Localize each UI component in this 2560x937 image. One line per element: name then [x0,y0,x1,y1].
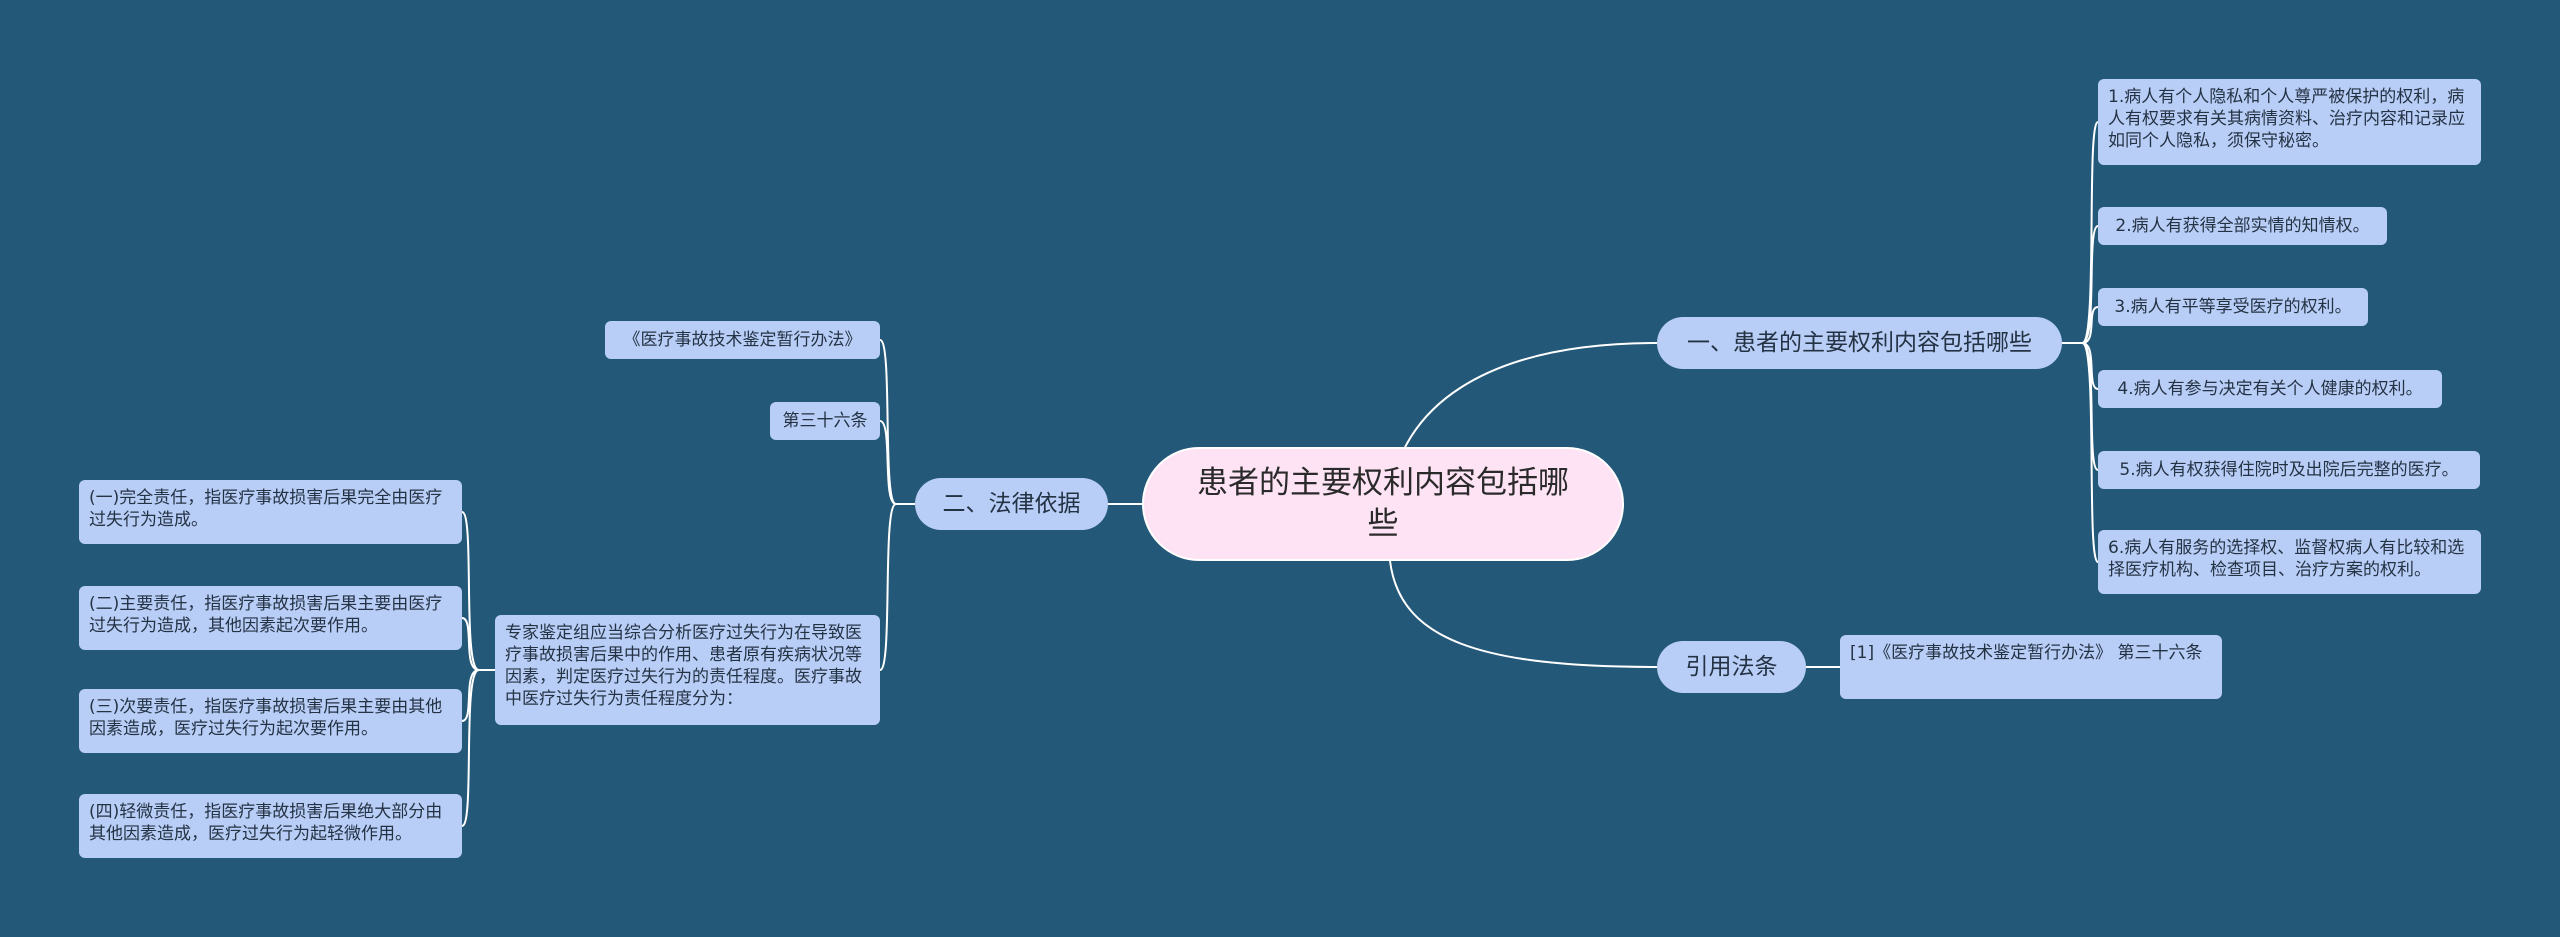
legal-content[interactable]: 专家鉴定组应当综合分析医疗过失行为在导致医疗事故损害后果中的作用、患者原有疾病状… [495,615,880,725]
link-content-levels [461,511,495,827]
legal-content-text: 专家鉴定组应当综合分析医疗过失行为在导致医疗事故损害后果中的作用、患者原有疾病状… [505,623,862,709]
rights-item-6-text: 6.病人有服务的选择权、监督权病人有比较和选择医疗机构、检查项目、治疗方案的权利… [2108,538,2465,580]
responsibility-level-4[interactable]: (四)轻微责任，指医疗事故损害后果绝大部分由其他因素造成，医疗过失行为起轻微作用… [79,794,462,858]
root-topic[interactable]: 患者的主要权利内容包括哪些 [1142,447,1624,561]
responsibility-level-3[interactable]: (三)次要责任，指医疗事故损害后果主要由其他因素造成，医疗过失行为起次要作用。 [79,689,462,753]
rights-item-5[interactable]: 5.病人有权获得住院时及出院后完整的医疗。 [2098,451,2480,489]
branch-patient-rights[interactable]: 一、患者的主要权利内容包括哪些 [1657,317,2062,369]
link-legal-items [879,339,915,671]
root-title: 患者的主要权利内容包括哪些 [1197,465,1569,542]
rights-item-3-text: 3.病人有平等享受医疗的权利。 [2114,297,2352,317]
responsibility-level-4-text: (四)轻微责任，指医疗事故损害后果绝大部分由其他因素造成，医疗过失行为起轻微作用… [89,802,443,844]
branch-citation-label: 引用法条 [1685,654,1778,680]
legal-law-title[interactable]: 《医疗事故技术鉴定暂行办法》 [605,321,880,359]
link-rights-items [2062,121,2099,563]
responsibility-level-2[interactable]: (二)主要责任，指医疗事故损害后果主要由医疗过失行为造成，其他因素起次要作用。 [79,586,462,650]
legal-article-text: 第三十六条 [782,411,868,431]
responsibility-level-1-text: (一)完全责任，指医疗事故损害后果完全由医疗过失行为造成。 [89,488,443,530]
responsibility-level-1[interactable]: (一)完全责任，指医疗事故损害后果完全由医疗过失行为造成。 [79,480,462,544]
responsibility-level-2-text: (二)主要责任，指医疗事故损害后果主要由医疗过失行为造成，其他因素起次要作用。 [89,594,443,636]
link-root-citation [1389,560,1658,668]
branch-legal-label: 二、法律依据 [942,491,1081,517]
rights-item-6[interactable]: 6.病人有服务的选择权、监督权病人有比较和选择医疗机构、检查项目、治疗方案的权利… [2098,530,2481,594]
citation-item-text: [1]《医疗事故技术鉴定暂行办法》 第三十六条 [1850,643,2203,663]
rights-item-3[interactable]: 3.病人有平等享受医疗的权利。 [2098,288,2368,326]
legal-article[interactable]: 第三十六条 [770,402,880,440]
rights-item-4[interactable]: 4.病人有参与决定有关个人健康的权利。 [2098,370,2442,408]
responsibility-level-3-text: (三)次要责任，指医疗事故损害后果主要由其他因素造成，医疗过失行为起次要作用。 [89,697,443,739]
branch-citation[interactable]: 引用法条 [1657,641,1806,693]
rights-item-2[interactable]: 2.病人有获得全部实情的知情权。 [2098,207,2387,245]
rights-item-5-text: 5.病人有权获得住院时及出院后完整的医疗。 [2119,460,2459,480]
legal-law-title-text: 《医疗事故技术鉴定暂行办法》 [623,330,862,350]
rights-item-4-text: 4.病人有参与决定有关个人健康的权利。 [2117,379,2423,399]
branch-legal-basis[interactable]: 二、法律依据 [915,478,1108,530]
citation-item[interactable]: [1]《医疗事故技术鉴定暂行办法》 第三十六条 [1840,635,2222,699]
rights-item-1[interactable]: 1.病人有个人隐私和个人尊严被保护的权利，病人有权要求有关其病情资料、治疗内容和… [2098,79,2481,165]
rights-item-2-text: 2.病人有获得全部实情的知情权。 [2115,216,2370,236]
branch-rights-label: 一、患者的主要权利内容包括哪些 [1687,330,2032,356]
rights-item-1-text: 1.病人有个人隐私和个人尊严被保护的权利，病人有权要求有关其病情资料、治疗内容和… [2108,87,2465,151]
